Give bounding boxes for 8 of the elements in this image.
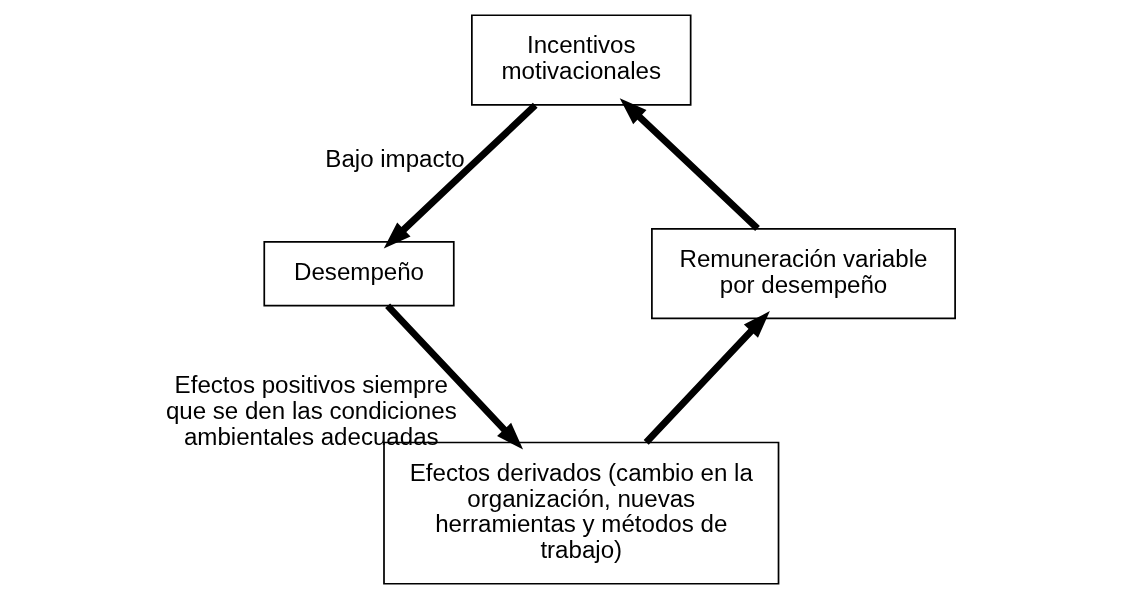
node-box: Desempeño [263, 240, 455, 307]
arrow [643, 311, 770, 445]
node-box: Incentivos motivacionales [471, 14, 692, 106]
edge-label: Bajo impacto [325, 145, 465, 172]
node-box: Remuneración variable por desempeño [651, 228, 956, 320]
arrow [383, 102, 538, 249]
arrow [385, 303, 524, 450]
arrow [619, 98, 760, 231]
